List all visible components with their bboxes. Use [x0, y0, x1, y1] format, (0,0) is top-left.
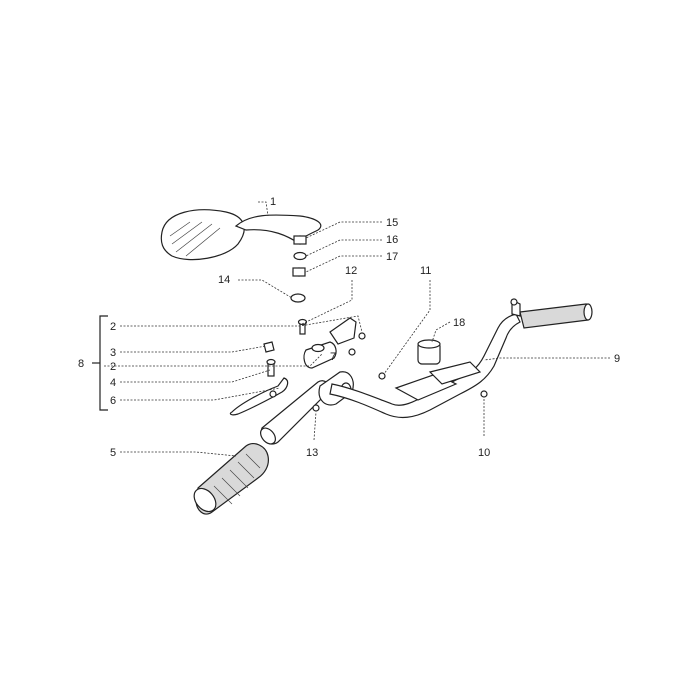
master-cylinder [303, 341, 337, 369]
callout-5: 5 [110, 447, 116, 459]
callout-8: 8 [78, 358, 84, 370]
callout-2-bottom: 2 [110, 361, 116, 373]
callout-2-top: 2 [110, 321, 116, 333]
bolt-part-3 [263, 341, 275, 353]
callout-3: 3 [110, 347, 116, 359]
lever-nut [269, 390, 277, 398]
rubber-block-18 [417, 339, 441, 365]
callout-7: 7 [330, 351, 336, 363]
handlebar [329, 298, 593, 419]
callout-11: 11 [420, 265, 431, 277]
nut-17 [292, 267, 306, 277]
callout-12: 12 [345, 265, 357, 277]
rear-mirror [160, 209, 322, 261]
screw-10 [480, 390, 488, 398]
callout-10: 10 [478, 447, 490, 459]
screw-2-right [358, 332, 366, 340]
brake-lever [229, 377, 289, 416]
callout-13: 13 [306, 447, 318, 459]
o-ring-14 [290, 293, 306, 303]
callout-14: 14 [218, 274, 230, 286]
callout-15: 15 [386, 217, 398, 229]
callout-4: 4 [110, 377, 116, 389]
washer-16 [293, 251, 307, 261]
callout-6: 6 [110, 395, 116, 407]
leader-lines [104, 201, 610, 457]
callout-16: 16 [386, 234, 398, 246]
callout-18: 18 [453, 317, 465, 329]
lever-pivot-bolt [266, 358, 276, 377]
screw-11 [378, 372, 386, 380]
reservoir-cap [329, 317, 357, 345]
callout-17: 17 [386, 251, 398, 263]
mirror-nut [293, 235, 307, 245]
group-bracket [99, 315, 108, 411]
throttle-tube [260, 380, 330, 445]
callout-1: 1 [270, 196, 276, 208]
callout-9: 9 [614, 353, 620, 365]
small-screw [348, 348, 356, 356]
bolt-13 [312, 404, 320, 412]
handlebar-grip [193, 443, 269, 515]
screw-12 [297, 318, 308, 335]
